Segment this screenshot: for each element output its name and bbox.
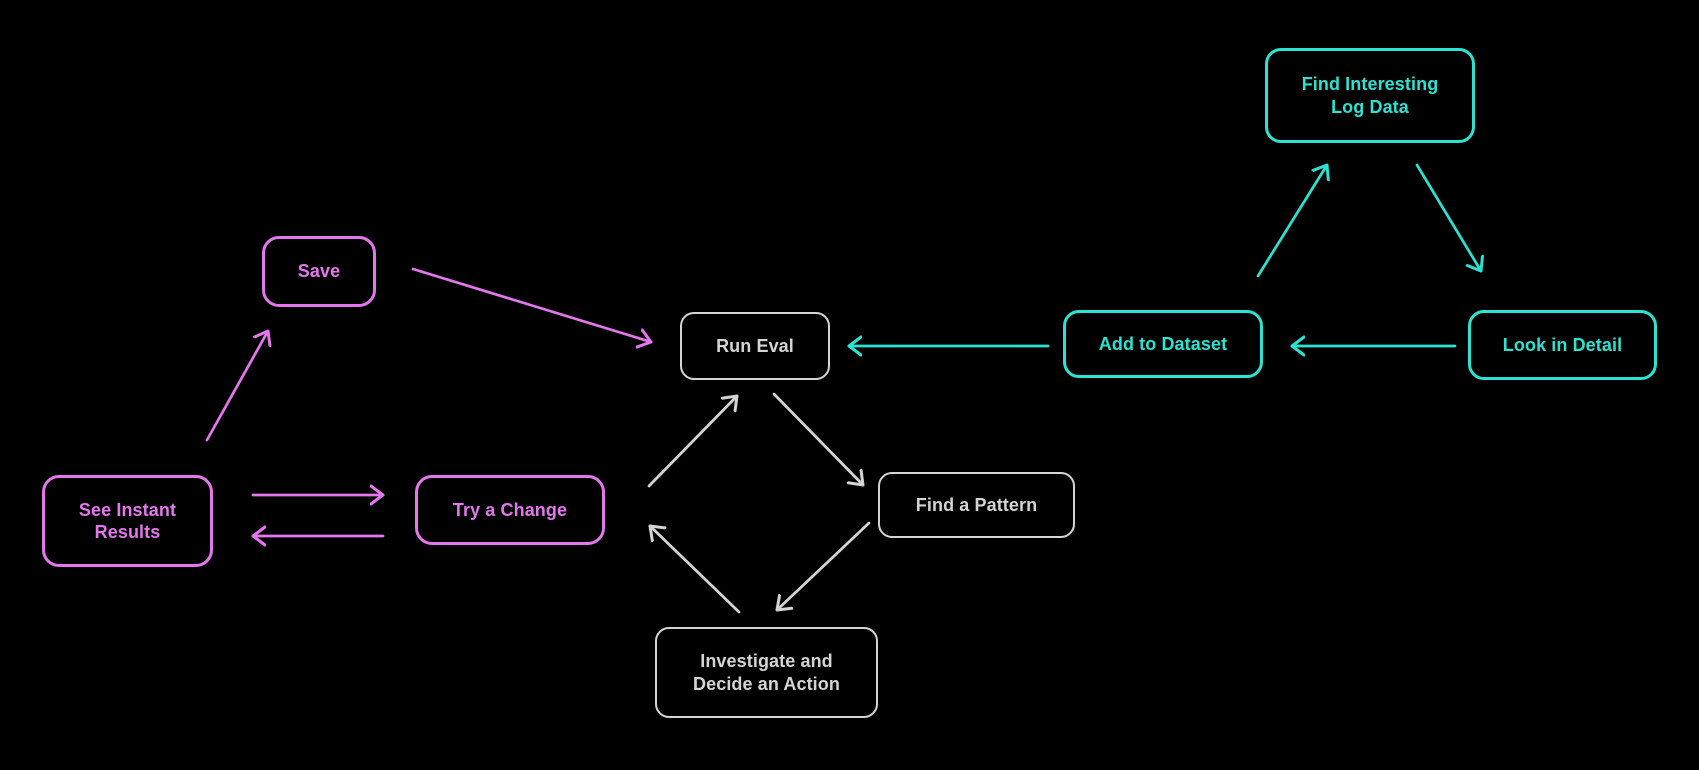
node-look-in-detail-label: Look in Detail [1502, 334, 1623, 355]
node-investigate-and-decide-an-action-label: Investigate and Decide an Action [693, 651, 840, 694]
node-run-eval-label: Run Eval [716, 335, 794, 356]
node-add-to-dataset: Add to Dataset [1063, 310, 1263, 378]
edge-save-to-run-eval [411, 267, 651, 342]
edge-see-instant-results-to-save [205, 331, 268, 442]
node-see-instant-results-label: See Instant Results [78, 499, 177, 543]
node-find-a-pattern-label: Find a Pattern [915, 494, 1038, 515]
node-run-eval: Run Eval [680, 312, 830, 380]
node-investigate-and-decide-an-action: Investigate and Decide an Action [655, 627, 878, 718]
edge-find-a-pattern-to-investigate-and-decide-an-action [777, 521, 871, 610]
edge-add-to-dataset-to-find-interesting-log-data [1256, 165, 1327, 278]
edge-try-a-change-to-run-eval [647, 396, 737, 488]
edge-investigate-and-decide-an-action-to-try-a-change [650, 526, 741, 614]
node-find-a-pattern: Find a Pattern [878, 472, 1075, 538]
node-see-instant-results: See Instant Results [42, 475, 213, 567]
node-try-a-change-label: Try a Change [452, 499, 568, 520]
node-save: Save [262, 236, 376, 307]
node-save-label: Save [297, 261, 341, 282]
edge-find-interesting-log-data-to-look-in-detail [1415, 163, 1481, 271]
node-look-in-detail: Look in Detail [1468, 310, 1657, 380]
node-find-interesting-log-data: Find Interesting Log Data [1265, 48, 1475, 143]
node-find-interesting-log-data-label: Find Interesting Log Data [1301, 74, 1439, 117]
node-try-a-change: Try a Change [415, 475, 605, 545]
node-add-to-dataset-label: Add to Dataset [1098, 333, 1228, 354]
edge-run-eval-to-find-a-pattern [772, 392, 863, 485]
